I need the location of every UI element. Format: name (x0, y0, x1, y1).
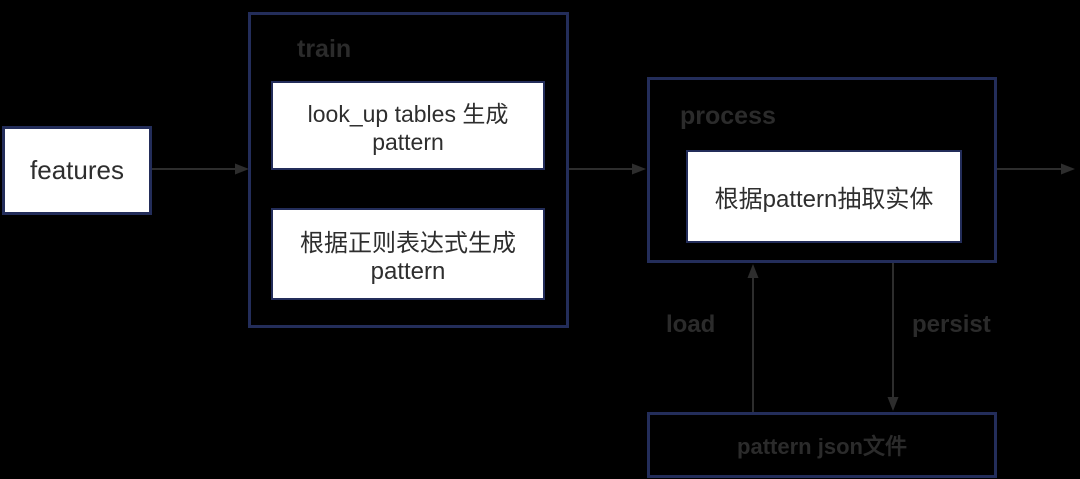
arrow-process-output (997, 163, 1075, 175)
features-node: features (2, 126, 152, 215)
regex-pattern-node: 根据正则表达式生成pattern (271, 208, 545, 300)
lookup-tables-node: look_up tables 生成pattern (271, 81, 545, 170)
arrow-persist-down (887, 263, 899, 411)
process-group-label: process (680, 102, 776, 130)
train-group: train (248, 12, 569, 328)
extract-entities-node: 根据pattern抽取实体 (686, 150, 962, 243)
lookup-tables-label: look_up tables 生成pattern (307, 101, 509, 155)
process-group: process (647, 77, 997, 263)
load-edge-label: load (666, 311, 716, 338)
persist-edge-label: persist (912, 311, 991, 338)
arrow-train-to-process (569, 163, 646, 175)
regex-pattern-label: 根据正则表达式生成pattern (300, 229, 516, 285)
extract-entities-label: 根据pattern抽取实体 (714, 186, 934, 213)
arrow-load-up (747, 264, 759, 412)
train-group-label: train (297, 35, 352, 63)
features-label: features (30, 155, 124, 185)
pattern-json-file-label: pattern json文件 (737, 434, 907, 459)
pattern-json-file-node: pattern json文件 (647, 412, 997, 478)
arrow-features-to-train (152, 163, 249, 175)
